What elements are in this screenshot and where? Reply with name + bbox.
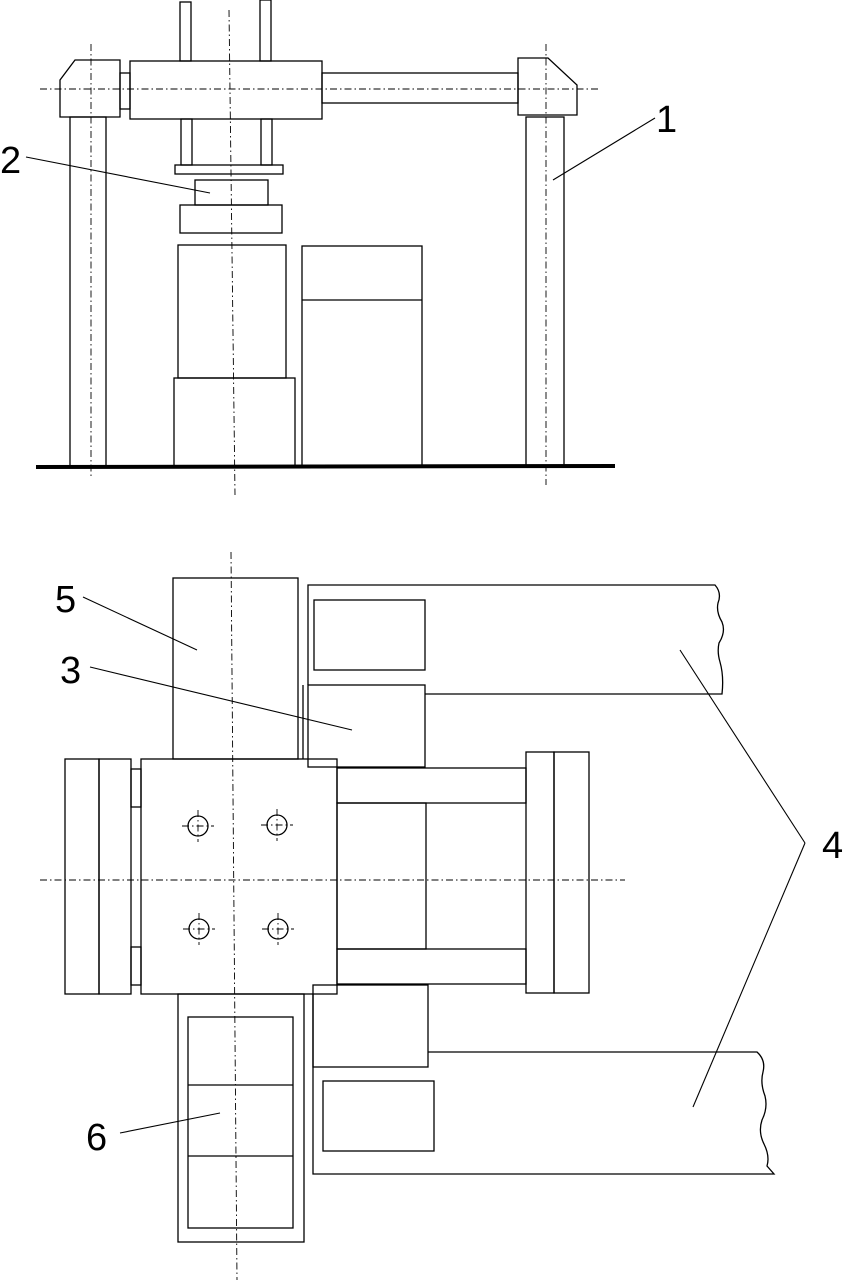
leader-lines xyxy=(25,117,806,1134)
lower-rod-left xyxy=(180,118,193,166)
side-cabinet xyxy=(301,245,423,467)
top-crossbeam xyxy=(129,60,323,120)
tie-bar xyxy=(321,72,519,104)
left-clamp-outer xyxy=(64,758,100,995)
main-plate xyxy=(140,758,338,995)
lower-conveyor xyxy=(312,994,776,1175)
callout-3: 3 xyxy=(60,650,81,692)
left-column-head xyxy=(59,59,121,118)
left-head-connector xyxy=(119,72,131,110)
hydraulic-cylinder xyxy=(177,244,287,379)
lower-conveyor-panel xyxy=(322,1080,435,1152)
front-view xyxy=(35,0,616,496)
left-clamp-link-bottom xyxy=(130,946,142,986)
top-view xyxy=(40,551,776,1281)
mounting-holes xyxy=(182,809,294,945)
callout-5: 5 xyxy=(55,579,76,621)
upper-conveyor xyxy=(307,584,725,695)
leader-3 xyxy=(89,666,353,731)
top-vertical-centerline xyxy=(230,551,238,1281)
lower-guide-rail xyxy=(336,948,527,985)
leader-1 xyxy=(552,117,656,181)
right-column-head xyxy=(517,57,578,116)
left-clamp-link-top xyxy=(130,768,142,808)
callouts: 1 2 3 4 5 6 xyxy=(0,99,843,1159)
moving-platen xyxy=(174,164,284,175)
die-base xyxy=(179,204,283,234)
callout-1: 1 xyxy=(656,99,677,141)
upper-guide-rail xyxy=(336,767,527,804)
leader-2 xyxy=(25,156,211,194)
left-clamp-inner xyxy=(98,758,132,995)
mounting-hole xyxy=(262,913,294,945)
callout-2: 2 xyxy=(0,140,21,182)
callout-6: 6 xyxy=(86,1117,107,1159)
mounting-hole xyxy=(261,809,293,841)
magazine-inner xyxy=(187,1016,294,1229)
connector-block xyxy=(307,684,426,768)
callout-4: 4 xyxy=(822,825,843,867)
leader-5 xyxy=(82,596,198,651)
leader-4-upper xyxy=(679,649,806,844)
lower-rod-right xyxy=(260,118,273,166)
middle-carriage xyxy=(336,802,427,950)
upper-rod-right xyxy=(259,0,272,62)
lower-connector-block xyxy=(312,984,429,1068)
leader-6 xyxy=(119,1112,221,1134)
right-clamp-outer xyxy=(553,751,590,994)
right-clamp-inner xyxy=(525,751,555,994)
magazine-frame xyxy=(177,993,305,1243)
ground-line xyxy=(35,464,616,469)
mounting-hole xyxy=(183,913,215,945)
front-vertical-centerline-press xyxy=(228,9,236,496)
upper-feed-block xyxy=(172,577,299,760)
upper-rod-left xyxy=(179,1,192,62)
upper-conveyor-panel xyxy=(313,599,426,671)
mounting-hole xyxy=(182,810,214,842)
leader-4-lower xyxy=(692,842,806,1108)
right-column xyxy=(525,116,565,467)
